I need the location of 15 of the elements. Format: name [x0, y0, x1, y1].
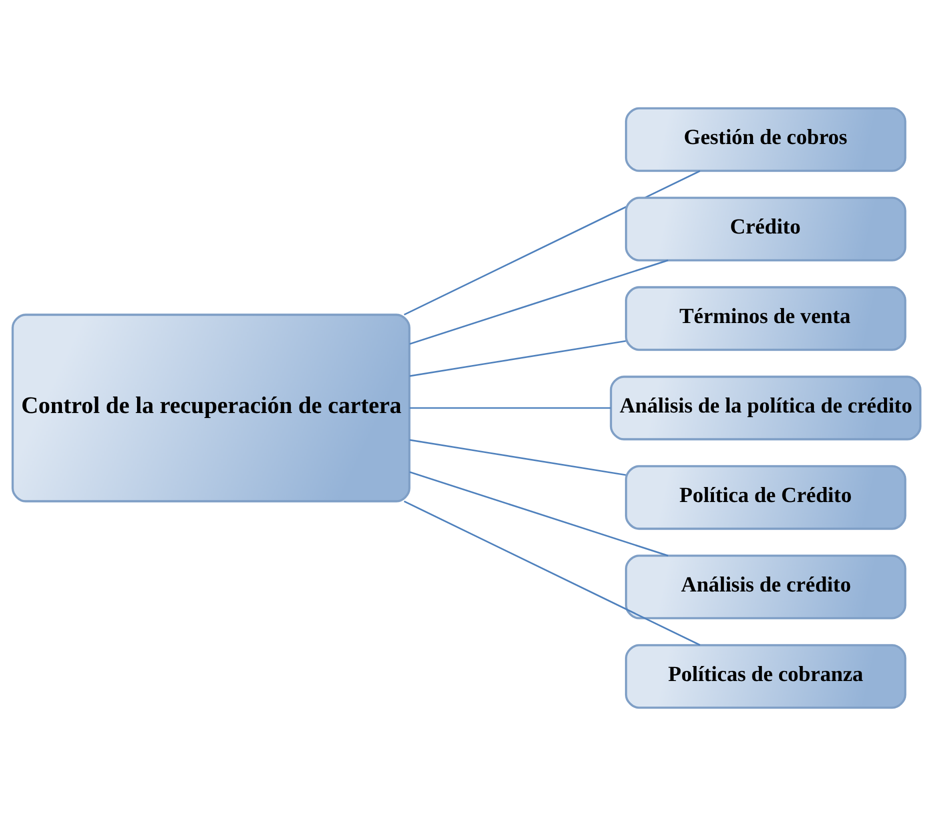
node-box: Crédito: [624, 196, 906, 262]
node-box: Análisis de crédito: [624, 554, 906, 620]
node-box: Políticas de cobranza: [624, 644, 906, 709]
connector: [409, 260, 668, 345]
node-box: Análisis de la política de crédito: [610, 376, 922, 440]
node-box: Gestión de cobros: [624, 107, 906, 172]
connector: [404, 170, 700, 316]
connector: [409, 471, 668, 556]
node-box: Control de la recuperación de cartera: [12, 314, 410, 502]
node-box: Política de Crédito: [624, 465, 906, 530]
connector: [409, 439, 626, 476]
connector: [410, 407, 611, 409]
connector: [404, 500, 700, 646]
node-box: Términos de venta: [624, 286, 906, 351]
connector: [409, 340, 626, 377]
